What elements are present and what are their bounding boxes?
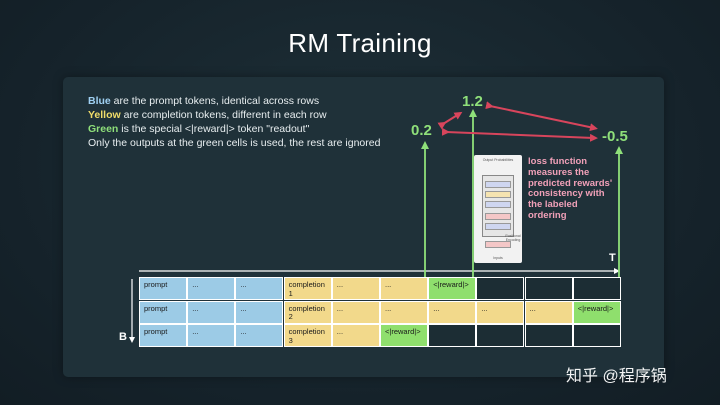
completion-token-cell: ... (380, 300, 428, 324)
thumbnail-sublayer (485, 213, 511, 220)
completion-token-cell: completion 3 (283, 324, 332, 347)
thumbnail-sublayer (485, 191, 511, 198)
reward-token-cell: <|reward|> (428, 277, 477, 300)
prompt-token-cell: prompt (139, 300, 187, 324)
prompt-token-cell: prompt (139, 277, 187, 300)
empty-cell (476, 277, 525, 300)
time-axis-label: T (609, 252, 616, 264)
thumbnail-sublayer (485, 201, 511, 208)
compare-arrow-12-neg05 (485, 101, 598, 132)
time-axis-arrowhead (614, 268, 620, 274)
completion-token-cell: ... (331, 300, 380, 324)
prompt-token-cell: ... (187, 277, 236, 300)
empty-cell (428, 324, 477, 347)
completion-token-cell: ... (331, 324, 380, 347)
prompt-token-cell: prompt (139, 324, 187, 347)
completion-token-cell: completion 1 (283, 277, 332, 300)
batch-axis-arrowhead (129, 337, 135, 343)
legend-key-yellow: Yellow (88, 109, 121, 121)
thumbnail-top-label: Output Probabilities (482, 158, 514, 162)
completion-token-cell: ... (524, 300, 573, 324)
legend-line-note: Only the outputs at the green cells is u… (88, 137, 381, 149)
reward-token-cell: <|reward|> (572, 300, 621, 324)
empty-cell (572, 324, 621, 347)
completion-token-cell: ... (476, 300, 525, 324)
prompt-token-cell: ... (187, 300, 236, 324)
thumbnail-sublayer (485, 181, 511, 188)
reward-score-completion-2: 1.2 (462, 93, 483, 110)
transformer-diagram-thumbnail: Output Probabilities Positional Encoding… (474, 155, 522, 263)
empty-cell (524, 277, 573, 300)
legend-key-green: Green (88, 123, 119, 135)
legend-text-green: is the special <|reward|> token "readout… (118, 123, 310, 135)
prompt-token-cell: ... (235, 277, 284, 300)
legend: Blue are the prompt tokens, identical ac… (88, 94, 380, 150)
legend-line-green: Green is the special <|reward|> token "r… (88, 122, 380, 136)
reward-score-completion-3: -0.5 (602, 128, 628, 145)
thumbnail-embedding (485, 241, 511, 248)
legend-text-blue: are the prompt tokens, identical across … (110, 95, 320, 107)
compare-arrow-02-neg05 (441, 127, 598, 142)
loss-function-note: loss function measures the predicted rew… (528, 156, 613, 221)
legend-key-blue: Blue (88, 95, 111, 107)
completion-token-cell: ... (331, 277, 380, 300)
legend-text-yellow: are completion tokens, different in each… (120, 109, 327, 121)
reward-score-completion-1: 0.2 (411, 122, 432, 139)
compare-arrow-02-12 (437, 111, 463, 130)
legend-line-blue: Blue are the prompt tokens, identical ac… (88, 94, 380, 108)
completion-token-cell: completion 2 (283, 300, 332, 324)
completion-token-cell: ... (428, 300, 477, 324)
empty-cell (476, 324, 525, 347)
batch-axis-label: B (119, 331, 127, 343)
empty-cell (572, 277, 621, 300)
prompt-token-cell: ... (235, 324, 284, 347)
prompt-token-cell: ... (187, 324, 236, 347)
empty-cell (524, 324, 573, 347)
completion-token-cell: ... (380, 277, 428, 300)
thumbnail-bottom-label: Inputs (493, 256, 503, 260)
reward-token-cell: <|reward|> (380, 324, 428, 347)
watermark: 知乎 @程序锅 (566, 368, 667, 385)
thumbnail-side-label: Positional Encoding (505, 234, 521, 242)
thumbnail-sublayer (485, 223, 511, 230)
prompt-token-cell: ... (235, 300, 284, 324)
legend-line-yellow: Yellow are completion tokens, different … (88, 108, 380, 122)
slide-title: RM Training (288, 28, 432, 58)
